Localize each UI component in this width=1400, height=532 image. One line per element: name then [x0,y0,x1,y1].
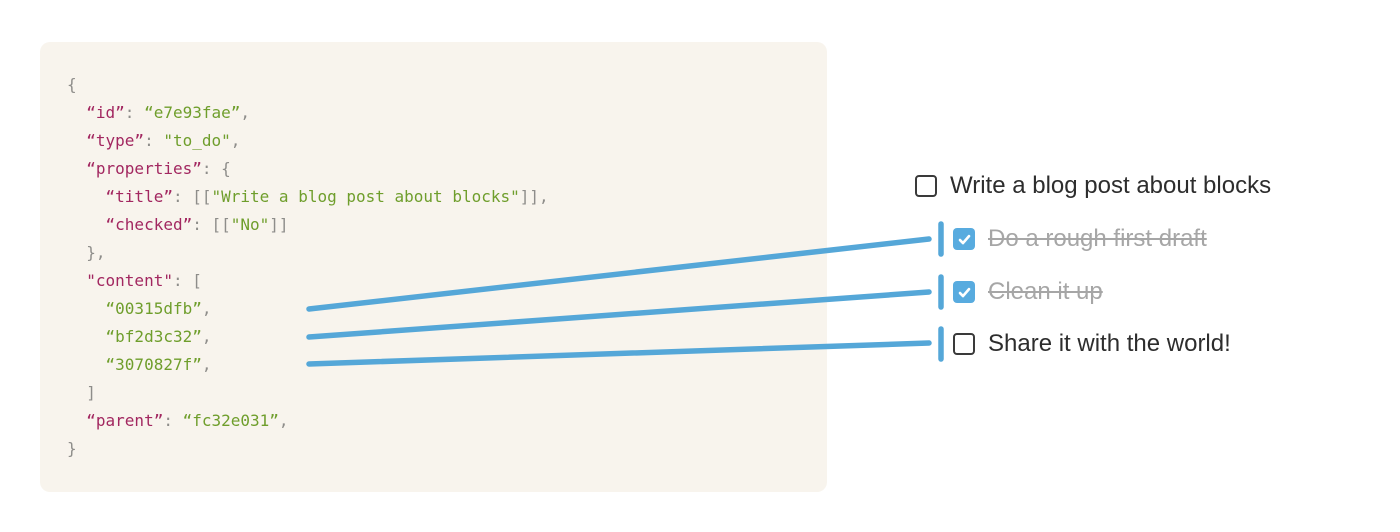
json-code: { “id”: “e7e93fae”, “type”: "to_do", “pr… [67,71,549,463]
checkbox[interactable] [953,281,975,303]
todo-label: Share it with the world! [988,330,1231,357]
code-line: “type”: "to_do", [86,131,241,150]
code-line: “3070827f”, [105,355,212,374]
todo-label: Write a blog post about blocks [950,172,1272,199]
checkbox[interactable] [915,175,937,197]
check-icon [958,234,970,244]
code-line: "content": [ [86,271,202,290]
code-line: { [67,75,77,94]
todo-item: Do a rough first draft [953,225,1207,252]
todo-item: Write a blog post about blocks [915,172,1272,199]
code-line: “title”: [["Write a blog post about bloc… [105,187,549,206]
todo-label: Do a rough first draft [988,225,1207,252]
code-line: “id”: “e7e93fae”, [86,103,251,122]
json-code-card: { “id”: “e7e93fae”, “type”: "to_do", “pr… [40,42,827,492]
checkbox[interactable] [953,228,975,250]
todo-item: Share it with the world! [953,330,1231,357]
todo-label: Clean it up [988,278,1103,305]
check-icon [958,287,970,297]
code-line: “00315dfb”, [105,299,212,318]
code-line: “properties”: { [86,159,231,178]
checkbox[interactable] [953,333,975,355]
code-line: “bf2d3c32”, [105,327,212,346]
todo-item: Clean it up [953,278,1103,305]
code-line: ] [67,383,96,402]
code-line: }, [67,243,106,262]
code-line: “checked”: [["No"]] [105,215,289,234]
code-line: “parent”: “fc32e031”, [86,411,289,430]
code-line: } [67,439,77,458]
